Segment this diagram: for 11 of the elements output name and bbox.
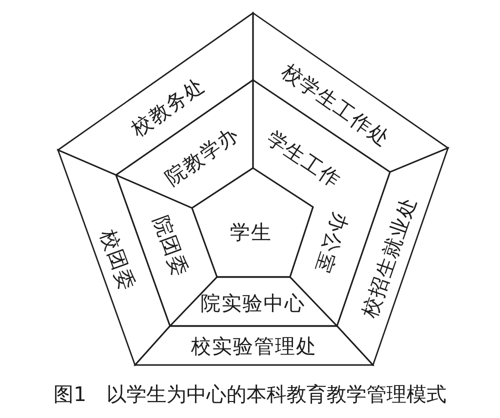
outer-ring-segment — [135, 326, 373, 365]
figure-caption: 图1 以学生为中心的本科教育教学管理模式 — [54, 384, 446, 404]
middle-ring-segment — [170, 277, 337, 326]
department-label: 院实验中心 — [200, 293, 306, 313]
center-label: 学生 — [230, 222, 272, 242]
department-label: 办公室 — [312, 210, 352, 276]
department-label: 校实验管理处 — [191, 336, 317, 356]
department-label: 校招生就业处 — [359, 194, 419, 320]
department-label: 院团委 — [150, 212, 192, 280]
department-label: 学生工作 — [264, 127, 344, 191]
department-label: 校团委 — [98, 226, 138, 294]
